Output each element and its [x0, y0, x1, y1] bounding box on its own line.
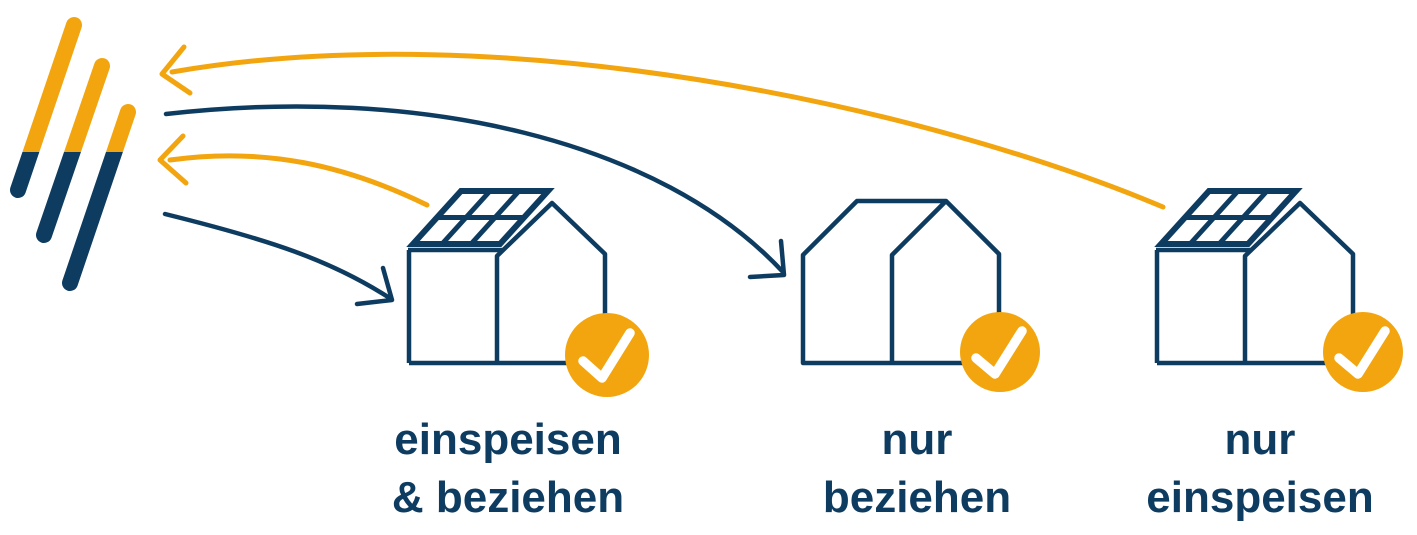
house-3-solar-panel-icon: [1154, 188, 1303, 247]
house-3-label-line-1: nur: [1224, 415, 1296, 464]
house-3-label: nur einspeisen: [1110, 411, 1410, 527]
house-1-solar-panel-icon: [406, 188, 555, 247]
house-1-icon: [406, 200, 608, 366]
house-1-label: einspeisen & beziehen: [358, 411, 658, 527]
house-3-icon: [1154, 200, 1356, 366]
house-3-check-badge: [1323, 312, 1403, 392]
house-2-label-line-2: beziehen: [822, 473, 1012, 522]
arrow-draw-to-house-1: [162, 211, 395, 307]
house-3-label-line-2: einspeisen: [1146, 473, 1374, 522]
house-2-label: nur beziehen: [767, 411, 1067, 527]
house-2-check-badge: [960, 312, 1040, 392]
arrow-draw-to-house-2: [163, 104, 787, 280]
house-1-label-line-1: einspeisen: [394, 415, 622, 464]
arrow-feed-in-from-house-1: [157, 133, 430, 208]
arrow-feed-in-from-house-3: [159, 44, 1166, 210]
energy-provider-logo-icon: [10, 17, 136, 291]
house-1-check-badge: [565, 313, 649, 397]
house-2-label-line-1: nur: [881, 415, 953, 464]
house-1-label-line-2: & beziehen: [391, 473, 625, 522]
